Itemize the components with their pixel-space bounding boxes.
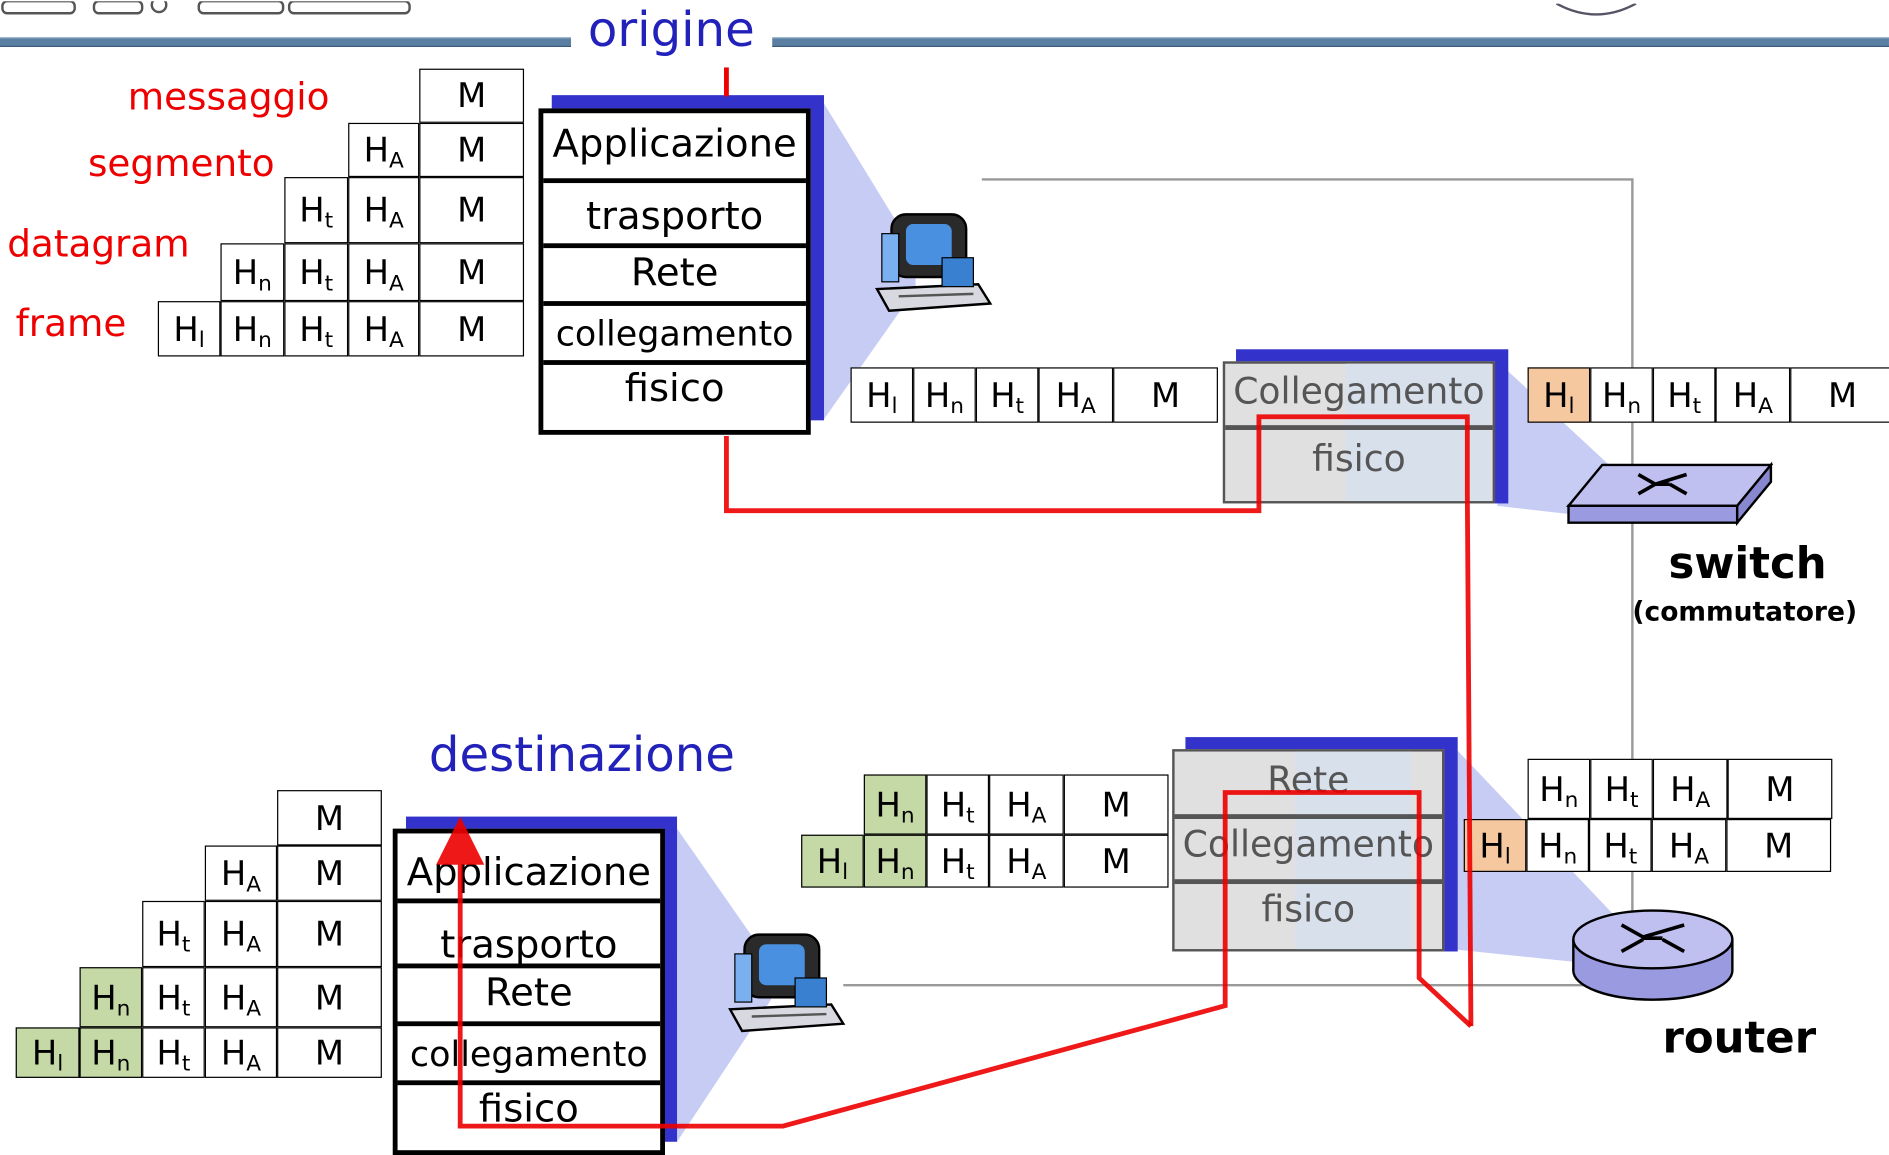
label-segment: segmento — [87, 142, 275, 186]
logo-icons — [0, 0, 416, 17]
switch-layer-link: Collegamento — [1225, 364, 1493, 430]
router-label: router — [1662, 1014, 1817, 1064]
src-layer-application: Applicazione — [543, 113, 806, 184]
university-seal-icon — [1554, 0, 1638, 16]
packet-cell-switch-out: M — [1790, 367, 1889, 423]
switch-sublabel: (commutatore) — [1632, 597, 1858, 628]
router-icon — [1569, 906, 1738, 1005]
router-layer-physical: fisico — [1261, 888, 1356, 932]
src-header-cell: M — [419, 243, 525, 302]
dst-header-cell: M — [277, 967, 382, 1028]
label-message: messaggio — [127, 75, 330, 120]
src-layer-link: collegamento — [543, 306, 806, 365]
packet-cell-router-out: M — [1063, 834, 1169, 888]
label-datagram: datagram — [7, 222, 190, 267]
dst-header-cell: M — [277, 845, 382, 901]
switch-icon — [1565, 458, 1774, 528]
packet-cell-router-datagram-out: M — [1063, 774, 1169, 835]
switch-label: switch — [1668, 539, 1827, 589]
dst-layer-physical: fisico — [478, 1085, 579, 1131]
dst-header-cell: M — [277, 900, 382, 968]
src-header-cell: M — [419, 68, 525, 123]
source-title: origine — [571, 2, 772, 58]
dst-layer-link: collegamento — [397, 1026, 661, 1086]
src-layer-network: Rete — [543, 248, 806, 306]
src-layer-transport: trasporto — [543, 183, 806, 249]
src-header-cell: M — [419, 177, 525, 244]
destination-computer-icon — [723, 930, 846, 1041]
destination-title: destinazione — [412, 727, 752, 783]
dst-header-cell: M — [277, 790, 382, 846]
source-computer-icon — [870, 210, 993, 321]
packet-cell-router-in: M — [1726, 818, 1832, 872]
src-header-cell: M — [419, 301, 525, 357]
dst-layer-transport: trasporto — [397, 903, 661, 969]
header-rule — [0, 37, 1889, 47]
source-protocol-stack: Applicazione trasporto Rete collegamento… — [538, 108, 811, 435]
dst-header-cell: M — [277, 1027, 382, 1078]
router-layer-network: Rete — [1174, 752, 1443, 819]
packet-cell-router-datagram: M — [1727, 758, 1833, 819]
packet-cell-host-to-switch: M — [1113, 367, 1218, 423]
src-header-cell: M — [419, 122, 525, 178]
src-layer-physical: fisico — [624, 364, 725, 411]
switch-layer-physical: fisico — [1312, 438, 1406, 481]
destination-protocol-stack: Applicazione trasporto Rete collegamento… — [392, 828, 665, 1155]
dst-layer-network: Rete — [397, 968, 661, 1027]
label-frame: frame — [15, 302, 127, 346]
